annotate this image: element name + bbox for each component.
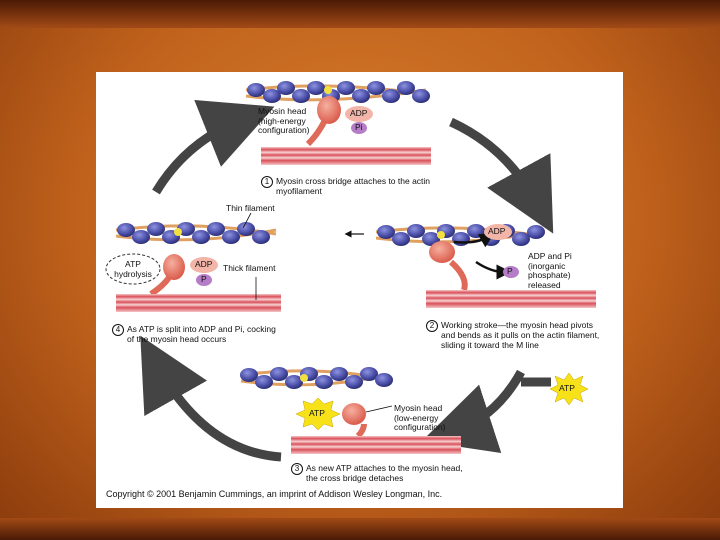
bottom-band [0, 518, 720, 540]
release-arrow-1 [453, 233, 495, 248]
stage-4-p [196, 274, 212, 286]
atp-right-label: ATP [559, 383, 575, 393]
stage-3-actin [240, 367, 393, 389]
stage-4-actin [115, 222, 277, 244]
cycle-arrow-1 [152, 99, 275, 195]
adp-left-label: ADP [195, 259, 213, 269]
cycle-arrow-3 [421, 369, 525, 454]
p-left-label: P [201, 274, 207, 284]
cross-bridge-cycle-diagram [105, 81, 596, 462]
step-4-text: As ATP is split into ADP and Pi, cocking… [127, 324, 276, 344]
step-4-number: 4 [112, 324, 124, 336]
stage-3-myosin-neck [355, 423, 367, 439]
top-band [0, 0, 720, 28]
stage-1-pi [351, 122, 367, 134]
stage-4-adp [190, 257, 218, 273]
stage-2-myosin-head [429, 241, 455, 263]
atp-bottom-star [295, 397, 341, 431]
step-3-text: As new ATP attaches to the myosin head, … [306, 463, 463, 483]
cycle-arrow-4 [140, 335, 282, 462]
copyright-text: Copyright © 2001 Benjamin Cummings, an i… [106, 489, 443, 499]
release-arrow-2 [475, 260, 512, 280]
step-2-number: 2 [426, 320, 438, 332]
stage-1-myosin-neck [305, 120, 327, 147]
atp-right-star [549, 372, 589, 406]
stage-2-adp [484, 224, 512, 240]
stage-3-thick-filament [291, 436, 461, 454]
adp-top-label: ADP [350, 108, 368, 118]
step-2-text: Working stroke—the myosin head pivots an… [441, 320, 600, 350]
step-1-text: Myosin cross bridge attaches to the acti… [276, 176, 431, 196]
thick-filament-label: Thick filament [223, 263, 276, 273]
stage-1-myosin-head [317, 96, 341, 124]
pi-top-label: Pi [355, 122, 363, 132]
step-3-number: 3 [291, 463, 303, 475]
stage-2-p [503, 266, 519, 278]
stage-3-myosin-head [342, 403, 366, 425]
atp-bottom-label: ATP [309, 408, 325, 418]
stage-2-myosin-neck [448, 259, 468, 291]
cycle-arrow-2 [449, 117, 554, 234]
myosin-head-low-pointer [365, 405, 393, 413]
thin-filament-label: Thin filament [226, 203, 275, 213]
p-right-label: P [507, 266, 513, 276]
stage-1-adp [345, 106, 373, 122]
step-1-number: 1 [261, 176, 273, 188]
diagram-panel: Myosin head (high-energy configuration) … [96, 72, 623, 508]
atp-hydrolysis-label: ATP hydrolysis [114, 259, 152, 279]
adp-pi-released-label: ADP and Pi (inorganic phosphate) release… [528, 251, 572, 290]
stage-2-thick-filament [426, 290, 596, 308]
adp-right-label: ADP [488, 226, 506, 236]
thin-filament-pointer [242, 212, 252, 229]
stage-1-thick-filament [261, 147, 431, 165]
stage-1-actin [245, 81, 430, 103]
stage-4-myosin-head [163, 254, 185, 280]
atp-hydrolysis-bubble [105, 253, 161, 285]
myosin-head-high-label: Myosin head (high-energy configuration) [258, 106, 310, 135]
myosin-head-low-label: Myosin head (low-energy configuration) [394, 403, 446, 432]
stage-4-thick-filament [116, 294, 281, 312]
